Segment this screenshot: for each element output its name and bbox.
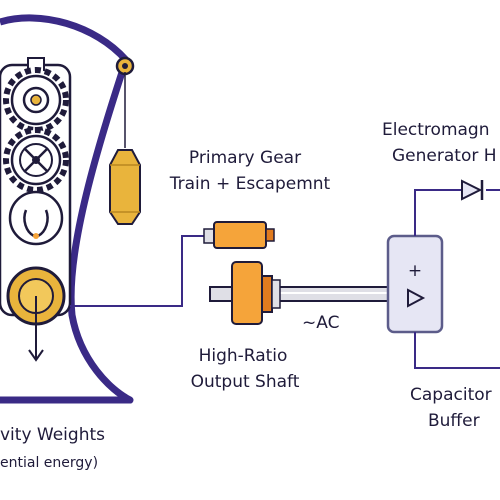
generator-box [386, 234, 444, 334]
gear-train-housing [203, 221, 275, 249]
wire-top [414, 189, 500, 236]
weights-label-line2: ential energy) [0, 455, 99, 471]
generator-label-line1: Electromagn [382, 120, 490, 140]
arrow-down-icon [28, 296, 44, 362]
generator-plus-symbol: + [408, 261, 422, 281]
generator-triangle-symbol [407, 288, 426, 308]
ac-label: ~AC [302, 313, 340, 333]
escapement-icon [8, 190, 64, 246]
capacitor-label-line1: Capacitor [410, 385, 492, 405]
output-shaft-label-line2: Output Shaft [190, 372, 300, 392]
weights-label-line1: vity Weights [0, 425, 105, 445]
output-shaft-label-line1: High-Ratio [198, 346, 288, 366]
pendulum-bob-icon [109, 149, 141, 225]
generator-label-line2: Generator H [392, 146, 497, 166]
gear-train-label-line1: Primary Gear [188, 148, 302, 168]
capacitor-label-line2: Buffer [428, 411, 480, 431]
wire-bottom [414, 332, 500, 369]
gear-train-label-line2: Train + Escapemnt [169, 174, 331, 194]
wire-drum-to-gear [70, 235, 210, 307]
output-gear-block [231, 261, 281, 325]
gear-icon [3, 127, 69, 193]
clock-frame [0, 14, 134, 404]
diode-icon [461, 179, 484, 201]
gear-icon [3, 57, 69, 133]
